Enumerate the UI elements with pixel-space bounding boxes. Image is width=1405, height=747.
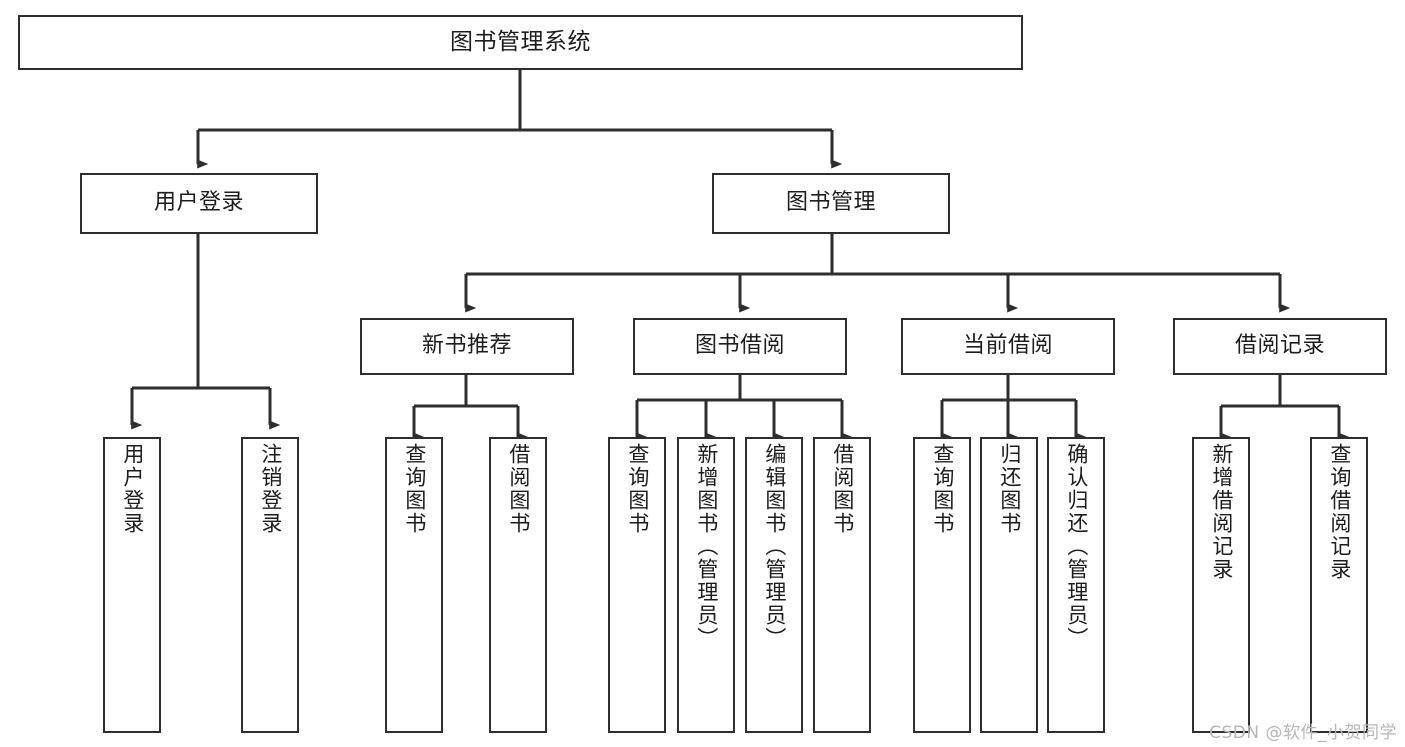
leaf-label: 借阅图书 (830, 443, 855, 535)
leaf-label: 归还图书 (997, 443, 1022, 535)
leaf-label: 用户登录 (120, 443, 145, 535)
leaf-user-login-login[interactable]: 用户登录 (103, 437, 161, 733)
node-label: 图书管理系统 (450, 28, 591, 55)
node-book-management[interactable]: 图书管理 (712, 173, 950, 234)
leaf-borrow-edit-book-admin[interactable]: 编辑图书（管理员） (745, 437, 803, 733)
leaf-label: 查询图书 (625, 443, 650, 535)
leaf-label: 编辑图书（管理员） (762, 443, 787, 650)
node-book-borrow[interactable]: 图书借阅 (633, 318, 847, 375)
leaf-borrow-borrow-book[interactable]: 借阅图书 (813, 437, 871, 733)
leaf-new-book-borrow-book[interactable]: 借阅图书 (489, 437, 547, 733)
leaf-current-return-book[interactable]: 归还图书 (980, 437, 1038, 733)
leaf-label: 新增图书（管理员） (694, 443, 719, 650)
node-user-login[interactable]: 用户登录 (80, 173, 318, 234)
leaf-current-query-book[interactable]: 查询图书 (913, 437, 971, 733)
node-label: 用户登录 (153, 190, 244, 216)
leaf-label: 借阅图书 (506, 443, 531, 535)
leaf-new-book-query-book[interactable]: 查询图书 (385, 437, 443, 733)
leaf-user-login-logout[interactable]: 注销登录 (241, 437, 299, 733)
watermark-csdn: CSDN @软件_小贺同学 (1209, 723, 1397, 743)
leaf-label: 查询图书 (930, 443, 955, 535)
leaf-records-query-record[interactable]: 查询借阅记录 (1310, 437, 1368, 733)
node-borrow-records[interactable]: 借阅记录 (1173, 318, 1387, 375)
node-new-book-recommend[interactable]: 新书推荐 (360, 318, 574, 375)
leaf-label: 查询借阅记录 (1327, 443, 1352, 581)
leaf-label: 确认归还（管理员） (1064, 443, 1089, 650)
node-label: 当前借阅 (962, 333, 1053, 359)
leaf-borrow-add-book-admin[interactable]: 新增图书（管理员） (677, 437, 735, 733)
leaf-label: 查询图书 (402, 443, 427, 535)
leaf-current-confirm-return-admin[interactable]: 确认归还（管理员） (1047, 437, 1105, 733)
node-label: 新书推荐 (421, 333, 512, 359)
node-root-book-management-system[interactable]: 图书管理系统 (18, 15, 1023, 70)
node-label: 图书借阅 (694, 333, 785, 359)
node-label: 借阅记录 (1234, 333, 1325, 359)
node-current-borrow[interactable]: 当前借阅 (901, 318, 1115, 375)
leaf-label: 新增借阅记录 (1209, 443, 1234, 581)
node-label: 图书管理 (785, 190, 876, 216)
leaf-records-add-record[interactable]: 新增借阅记录 (1192, 437, 1250, 733)
leaf-borrow-query-book[interactable]: 查询图书 (608, 437, 666, 733)
leaf-label: 注销登录 (258, 443, 283, 535)
